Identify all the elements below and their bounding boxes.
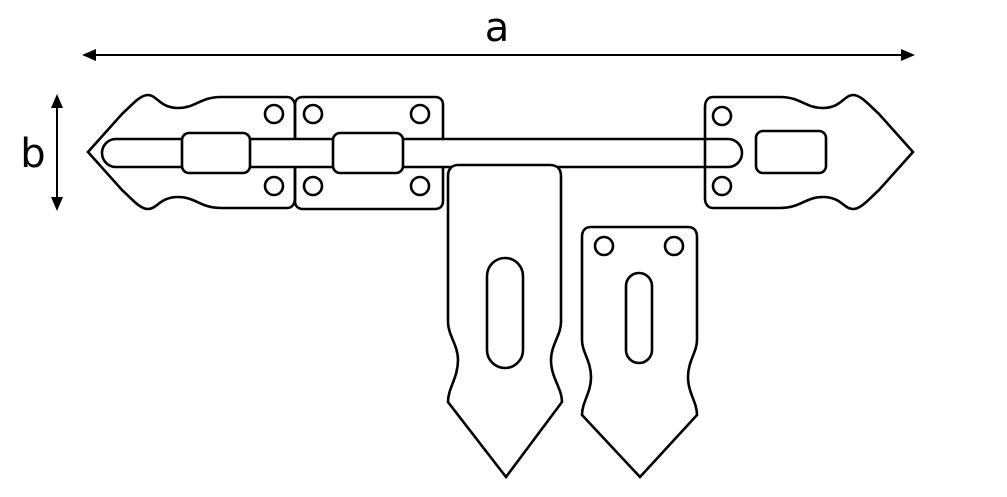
- bolt-rod: [100, 131, 744, 175]
- bolt-rod-body: [100, 137, 744, 169]
- right-plate-screw-hole: [711, 175, 733, 197]
- right-pointed-plate: [703, 93, 915, 211]
- middle-plate-screw-hole: [302, 103, 324, 125]
- dimension-b-arrow-bottom: [51, 197, 63, 211]
- left-plate-screw-hole: [263, 175, 285, 197]
- dimension-b: b: [20, 94, 63, 211]
- dimension-b-arrow-top: [51, 94, 63, 108]
- staple-plate-screw-hole: [663, 235, 685, 257]
- staple-plate-screw-hole: [593, 235, 615, 257]
- dimension-b-label: b: [20, 131, 45, 177]
- staple-plate-outline: [580, 225, 699, 479]
- dimension-a: a: [82, 5, 915, 61]
- right-plate-slot: [754, 129, 828, 175]
- hasp-flap-outline: [446, 163, 564, 480]
- bolt-collar-right: [331, 131, 405, 175]
- middle-plate-screw-hole: [409, 175, 431, 197]
- middle-plate-screw-hole: [302, 175, 324, 197]
- staple-plate-slot: [624, 271, 654, 365]
- right-plate-screw-hole: [711, 105, 733, 127]
- hasp-flap-slot: [485, 256, 525, 370]
- dimension-a-arrow-left: [82, 49, 96, 61]
- right-plate-outline: [703, 93, 915, 211]
- staple-plate: [580, 225, 699, 479]
- middle-plate-outline: [293, 95, 445, 211]
- bolt-collar-left: [180, 131, 252, 175]
- middle-guide-plate: [293, 95, 445, 211]
- dimension-a-arrow-right: [901, 49, 915, 61]
- left-plate-screw-hole: [263, 103, 285, 125]
- dimension-a-label: a: [485, 5, 510, 51]
- middle-plate-screw-hole: [409, 103, 431, 125]
- hasp-flap: [446, 163, 564, 480]
